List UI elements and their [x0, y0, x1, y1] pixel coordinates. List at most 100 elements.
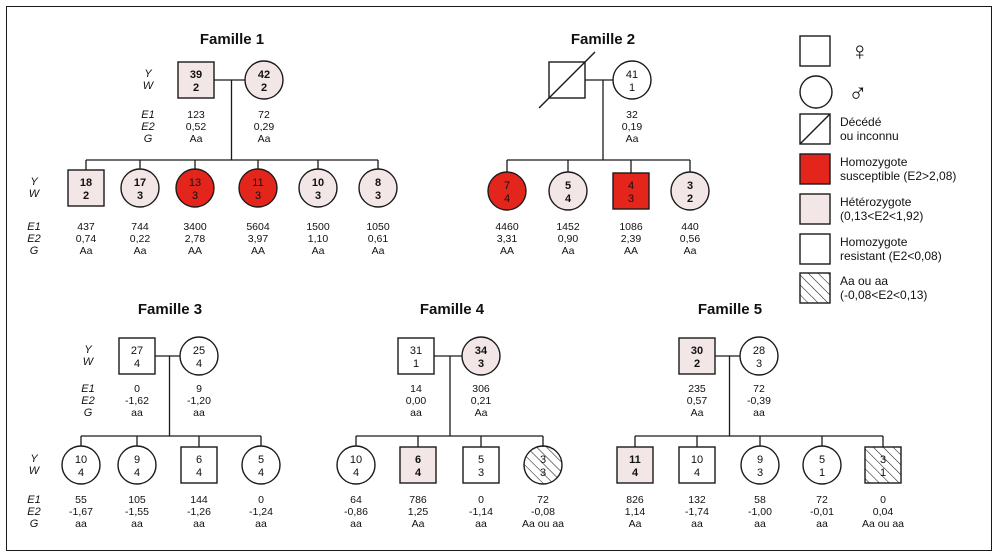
- e1-value: 64: [350, 494, 362, 506]
- family-title: Famille 5: [698, 301, 762, 318]
- e1-value: 72: [258, 109, 270, 121]
- y-value: 5: [258, 454, 264, 466]
- e1-value: 72: [753, 383, 765, 395]
- family-title: Famille 3: [138, 301, 202, 318]
- parent-square: 311: [397, 337, 435, 375]
- e2-value: 2,78: [185, 233, 206, 245]
- e2-value: 0,00: [406, 395, 427, 407]
- g-value: aa: [753, 407, 765, 419]
- legend-swatch: [799, 233, 831, 265]
- child-4: 54: [241, 445, 281, 485]
- y-value: 13: [189, 177, 201, 189]
- square-symbol: [67, 169, 105, 207]
- w-value: 3: [757, 467, 763, 479]
- y-value: 31: [410, 345, 422, 357]
- row-label-w: W: [29, 188, 41, 200]
- g-value: Aa: [691, 407, 704, 419]
- e1-value: 306: [472, 383, 490, 395]
- family-4: Famille 4311140,00aa3433060,21Aa10464-0,…: [336, 301, 564, 530]
- e2-value: 1,25: [408, 506, 429, 518]
- circle-symbol: [358, 168, 398, 208]
- g-value: aa: [350, 518, 362, 530]
- row-label-y: Y: [30, 176, 38, 188]
- y-value: 10: [350, 454, 362, 466]
- square-symbol: [612, 172, 650, 210]
- parent-circle: 343: [461, 336, 501, 376]
- g-value: aa: [410, 407, 422, 419]
- e1-value: 826: [626, 494, 644, 506]
- y-value: 41: [626, 69, 638, 81]
- e2-value: 0,56: [680, 233, 701, 245]
- circle-symbol: [739, 336, 779, 376]
- e1-value: 105: [128, 494, 146, 506]
- w-value: 4: [258, 467, 264, 479]
- w-value: 3: [628, 193, 634, 205]
- e2-value: 0,57: [687, 395, 708, 407]
- e2-value: -0,08: [531, 506, 555, 518]
- w-value: 3: [540, 467, 546, 479]
- g-value: Aa: [372, 245, 385, 257]
- e1-value: 437: [77, 221, 95, 233]
- g-value: aa: [193, 518, 205, 530]
- child-6: 83: [358, 168, 398, 208]
- e1-value: 4460: [495, 221, 519, 233]
- legend-swatch: [799, 272, 831, 304]
- circle-symbol: [802, 445, 842, 485]
- e2-value: 1,10: [308, 233, 329, 245]
- y-value: 5: [478, 454, 484, 466]
- w-value: 3: [756, 358, 762, 370]
- y-value: 27: [131, 345, 143, 357]
- e1-value: 0: [134, 383, 140, 395]
- g-value: aa: [754, 518, 766, 530]
- legend-slash: [799, 113, 831, 145]
- y-value: 8: [375, 177, 381, 189]
- y-value: 10: [312, 177, 324, 189]
- row-label-g: G: [30, 245, 39, 257]
- legend-label-line1: Hétérozygote: [840, 195, 912, 209]
- y-value: 5: [819, 454, 825, 466]
- child-2: 94: [117, 445, 157, 485]
- w-value: 2: [261, 82, 267, 94]
- parent-square: [538, 51, 596, 109]
- e2-value: 0,90: [558, 233, 579, 245]
- g-value: aa: [691, 518, 703, 530]
- g-value: Aa: [684, 245, 697, 257]
- parent-circle: 422: [244, 60, 284, 100]
- circle-symbol: [336, 445, 376, 485]
- y-value: 28: [753, 345, 765, 357]
- w-value: 4: [353, 467, 359, 479]
- g-value: aa: [255, 518, 267, 530]
- row-label-e2: E2: [81, 395, 94, 407]
- row-label-e2: E2: [141, 121, 154, 133]
- w-value: 3: [375, 190, 381, 202]
- child-4: 32: [670, 171, 710, 211]
- child-2: 64: [399, 446, 437, 484]
- family-1: Famille 13921230,52Aa422720,29Aa1824370,…: [27, 31, 398, 257]
- row-label-e2: E2: [27, 506, 40, 518]
- legend-label-line1: Aa ou aa: [840, 274, 888, 288]
- legend-label-line1: Homozygote: [840, 235, 908, 249]
- g-value: AA: [624, 245, 638, 257]
- e2-value: 0,04: [873, 506, 894, 518]
- g-value: aa: [816, 518, 828, 530]
- e2-value: -1,24: [249, 506, 273, 518]
- w-value: 1: [413, 358, 419, 370]
- g-value: Aa: [626, 133, 639, 145]
- child-5: 103: [298, 168, 338, 208]
- legend-label-line2: resistant (E2<0,08): [840, 249, 942, 263]
- w-value: 3: [255, 190, 261, 202]
- parent-square: 274: [118, 337, 156, 375]
- child-3: 64: [180, 446, 218, 484]
- w-value: 4: [134, 358, 140, 370]
- y-value: 11: [629, 454, 641, 466]
- y-value: 3: [687, 180, 693, 192]
- legend-swatch: [799, 153, 831, 185]
- circle-symbol: [670, 171, 710, 211]
- e2-value: 3,31: [497, 233, 518, 245]
- g-value: aa: [131, 407, 143, 419]
- deceased-slash: [538, 51, 596, 109]
- e1-value: 1086: [619, 221, 643, 233]
- w-value: 1: [629, 82, 635, 94]
